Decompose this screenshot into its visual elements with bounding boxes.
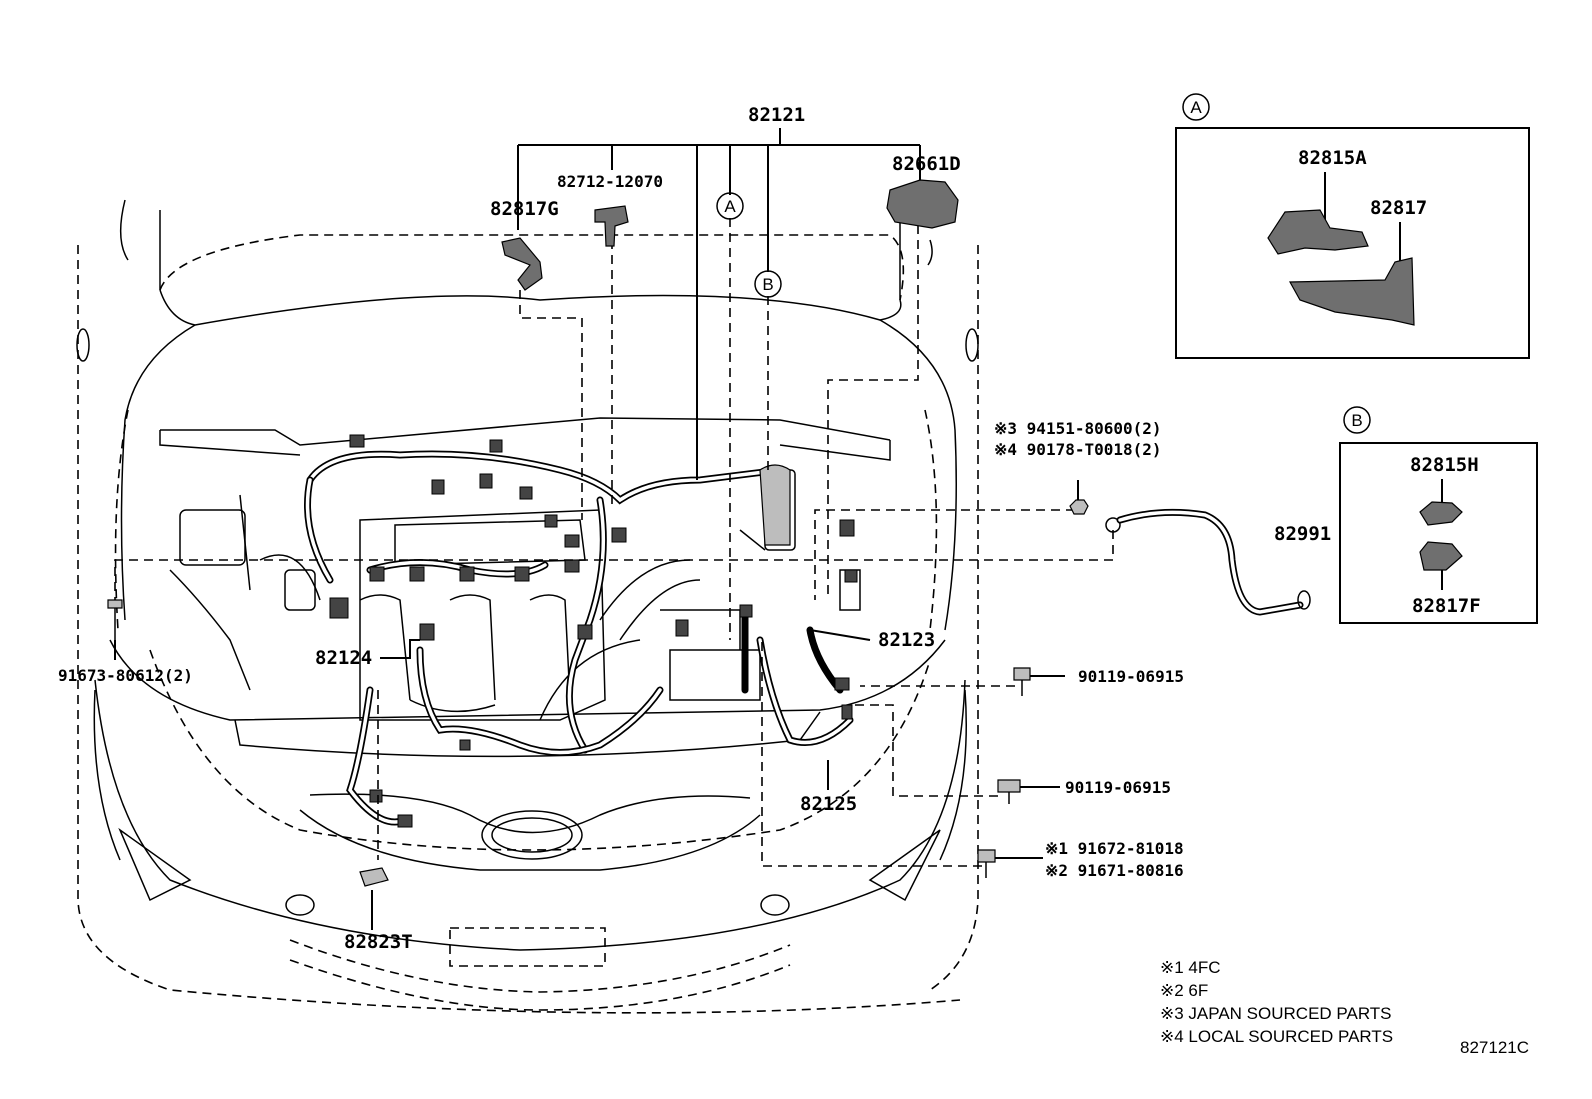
legend: ※1 4FC ※2 6F ※3 JAPAN SOURCED PARTS ※4 L… xyxy=(1160,958,1529,1057)
label-82124: 82124 xyxy=(315,647,372,669)
label-90119-06915-upper: 90119-06915 xyxy=(1078,667,1184,686)
inset-a-part-82815A: 82815A xyxy=(1298,147,1367,169)
inset-b-part-82815H: 82815H xyxy=(1410,454,1479,476)
detail-parts xyxy=(107,179,1311,887)
label-90178-T0018: ※4 90178-T0018(2) xyxy=(994,440,1162,459)
label-90119-06915-lower: 90119-06915 xyxy=(1065,778,1171,797)
label-91673-80612: 91673-80612(2) xyxy=(58,666,193,685)
label-82661D: 82661D xyxy=(892,153,961,175)
label-82823T: 82823T xyxy=(344,931,413,953)
label-82817G: 82817G xyxy=(490,198,559,220)
legend-note-4: ※4 LOCAL SOURCED PARTS xyxy=(1160,1027,1393,1046)
marker-a: A xyxy=(724,197,736,216)
reference-markers: A B xyxy=(716,192,782,298)
inset-a-part-82817: 82817 xyxy=(1370,197,1427,219)
legend-note-1: ※1 4FC xyxy=(1160,958,1221,977)
label-94151-80600: ※3 94151-80600(2) xyxy=(994,419,1162,438)
leader-lines xyxy=(114,128,1114,930)
inset-a-marker: A xyxy=(1190,98,1202,117)
label-82121: 82121 xyxy=(748,104,805,126)
inset-b-part-82817F: 82817F xyxy=(1412,595,1481,617)
label-91671-80816: ※2 91671-80816 xyxy=(1045,861,1184,880)
callout-labels: 82121 82661D 82712-12070 82817G ※3 94151… xyxy=(58,104,1331,953)
vehicle-body-outline xyxy=(76,199,979,1014)
label-82123: 82123 xyxy=(878,629,935,651)
marker-b: B xyxy=(762,275,773,294)
inset-a: A 82815A 82817 xyxy=(1175,93,1530,359)
inset-b-marker: B xyxy=(1351,411,1362,430)
label-82991: 82991 xyxy=(1274,523,1331,545)
label-82712-12070: 82712-12070 xyxy=(557,172,663,191)
inset-b: B 82815H 82817F xyxy=(1339,406,1538,624)
diagram-code: 827121C xyxy=(1460,1038,1529,1057)
label-82125: 82125 xyxy=(800,793,857,815)
engine-assembly xyxy=(169,434,861,828)
legend-note-3: ※3 JAPAN SOURCED PARTS xyxy=(1160,1004,1392,1023)
legend-note-2: ※2 6F xyxy=(1160,981,1208,1000)
label-91672-81018: ※1 91672-81018 xyxy=(1045,839,1184,858)
